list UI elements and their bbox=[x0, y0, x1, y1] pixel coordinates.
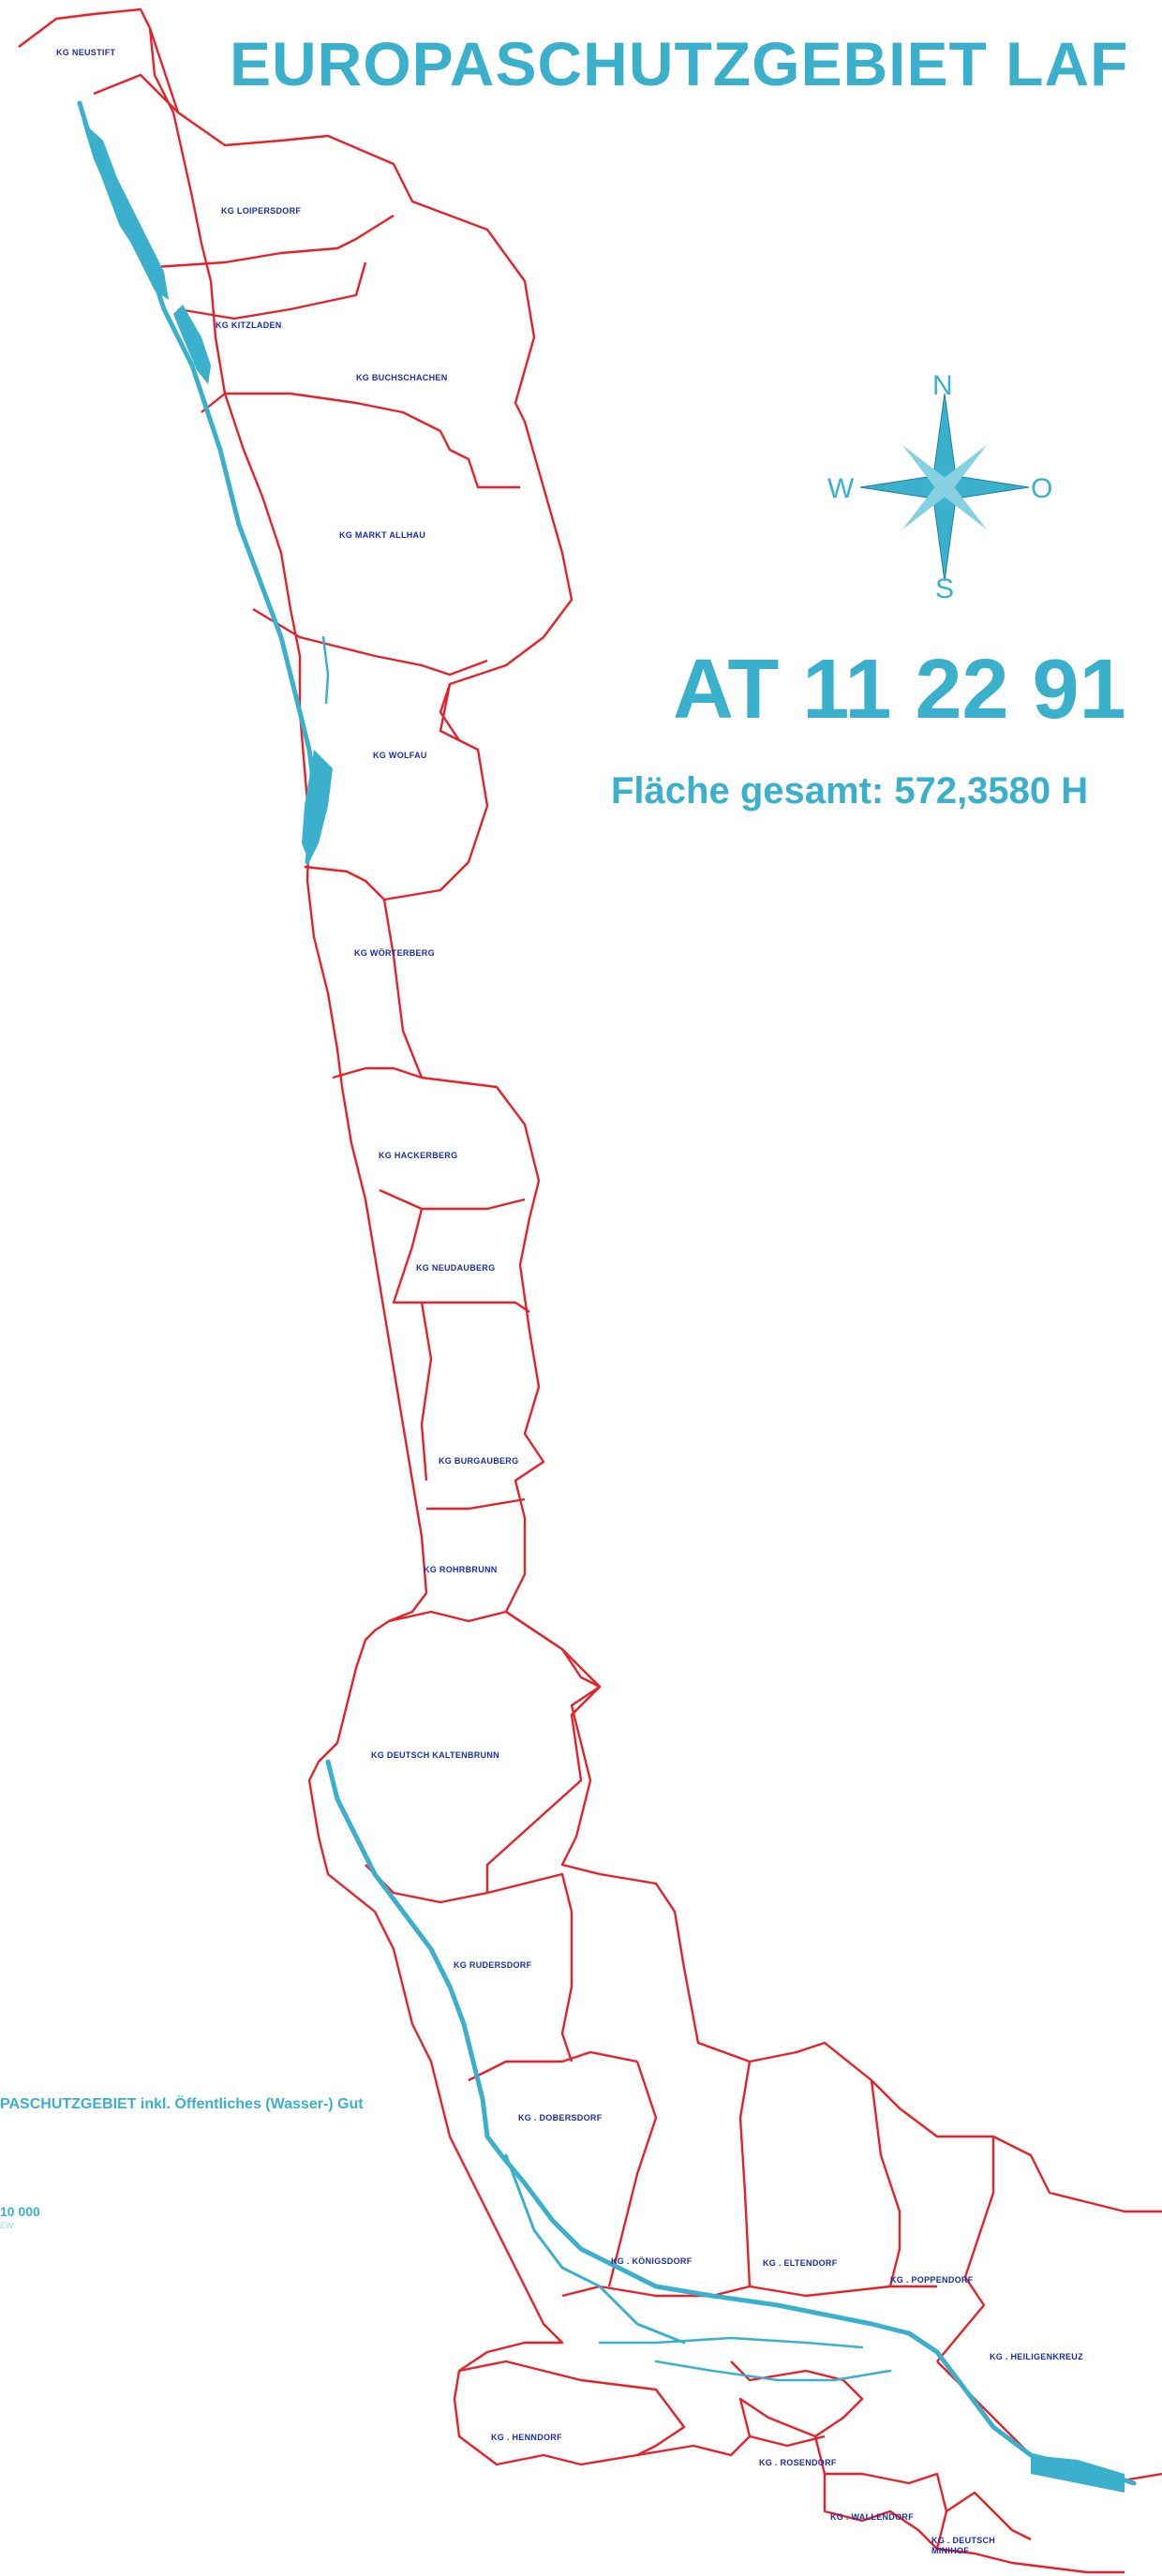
kg-label: KG BUCHSCHACHEN bbox=[356, 373, 448, 382]
kg-label: KG WÖRTERBERG bbox=[354, 948, 435, 958]
kg-label: KG . WALLENDORF bbox=[830, 2512, 914, 2522]
compass-se-point bbox=[939, 482, 987, 529]
kg-label: KG KITZLADEN bbox=[216, 320, 282, 330]
kg-label: KG . ELTENDORF bbox=[763, 2258, 838, 2268]
legend-text: PASCHUTZGEBIET inkl. Öffentliches (Wasse… bbox=[0, 2096, 364, 2112]
kg-label: KG . HEILIGENKREUZ bbox=[990, 2352, 1083, 2361]
water-areas bbox=[82, 122, 1125, 2493]
kg-label: KG . HENNDORF bbox=[491, 2433, 562, 2442]
river-lafnitz-lower bbox=[325, 1759, 1137, 2486]
kg-label: KG . ROSENDORF bbox=[759, 2458, 837, 2467]
water-area-wolfau bbox=[302, 750, 333, 862]
water-area-heiligenkreuz bbox=[1031, 2455, 1125, 2493]
kg-label: KG NEUSTIFT bbox=[56, 48, 116, 57]
kg-label: KG RUDERSDORF bbox=[454, 1960, 532, 1970]
scale-subtext: EW bbox=[0, 2221, 14, 2230]
area-total: Fläche gesamt: 572,3580 H bbox=[611, 770, 1089, 812]
river-side-arm-1 bbox=[504, 2153, 686, 2345]
compass-rose bbox=[859, 393, 1030, 582]
kg-label: KG . POPPENDORF bbox=[890, 2275, 974, 2285]
boundary-outer-east bbox=[148, 27, 1162, 2213]
compass-west-label: W bbox=[827, 473, 855, 504]
compass-ne-point bbox=[939, 445, 987, 493]
kg-label: KG LOIPERSDORF bbox=[221, 206, 302, 216]
boundary-rudersdorf-dobersdorf bbox=[468, 2050, 638, 2082]
boundary-koenigsdorf-eltendorf bbox=[738, 2061, 752, 2287]
boundary-wolfau-woerterberg bbox=[304, 865, 385, 901]
water-area-kitzladen bbox=[173, 305, 211, 384]
boundary-burgauberg-rohrbrunn bbox=[426, 1497, 526, 1511]
scale-text: 10 000 bbox=[0, 2204, 40, 2219]
kg-label: KG MARKT ALLHAU bbox=[339, 530, 426, 540]
boundary-minihof bbox=[946, 2491, 1032, 2541]
boundary-henndorf bbox=[458, 2360, 686, 2457]
boundary-outer-west bbox=[18, 7, 1125, 2574]
compass-sw-point bbox=[902, 482, 950, 529]
river-side-arm-2 bbox=[598, 2336, 864, 2349]
kg-label: KG HACKERBERG bbox=[379, 1151, 458, 1160]
boundary-marktallhau-wolfau bbox=[252, 607, 488, 677]
boundary-koenigsdorf-south bbox=[561, 2285, 937, 2298]
boundary-rudersdorf-east bbox=[486, 1872, 574, 2062]
stream-wolfau bbox=[321, 635, 330, 705]
compass-south-label: S bbox=[935, 573, 955, 604]
boundary-hackerberg-neudauberg bbox=[379, 1188, 526, 1211]
site-code: AT 11 22 91 bbox=[673, 643, 1126, 737]
kg-label: KG ROHRBRUNN bbox=[424, 1565, 498, 1574]
kg-label: KG . DOBERSDORF bbox=[518, 2113, 603, 2122]
boundary-wolfau-internal bbox=[439, 683, 460, 741]
kg-label: KG BURGAUBERG bbox=[439, 1456, 519, 1466]
boundary-wallendorf bbox=[825, 2472, 948, 2550]
cadastral-boundaries bbox=[18, 7, 1162, 2574]
kg-label: KG . DEUTSCH MINIHOF bbox=[931, 2536, 996, 2555]
kg-label: KG WOLFAU bbox=[373, 751, 427, 760]
water-area-loipersdorf bbox=[82, 122, 169, 300]
river-side-arm-3 bbox=[654, 2360, 892, 2382]
boundary-poppendorf-heiligenkreuz bbox=[936, 2137, 995, 2362]
kg-label: KG DEUTSCH KALTENBRUNN bbox=[371, 1750, 499, 1760]
water-features bbox=[77, 100, 1137, 2486]
boundary-loipersdorf-kitzladen bbox=[154, 214, 395, 269]
boundary-kitzladen-buchschachen bbox=[177, 261, 367, 320]
boundary-dobersdorf-koenigsdorf bbox=[607, 2061, 658, 2287]
boundary-rosendorf bbox=[730, 2360, 864, 2437]
kg-label: KG NEUDAUBERG bbox=[416, 1263, 496, 1273]
boundary-woerterberg-hackerberg bbox=[332, 1066, 423, 1080]
map-title: EUROPASCHUTZGEBIET LAF bbox=[230, 29, 1129, 98]
compass-east-label: O bbox=[1031, 473, 1053, 504]
boundary-kaltenbrunn-east bbox=[485, 1611, 602, 1893]
boundary-neustift-loipersdorf bbox=[93, 73, 179, 113]
boundary-neudauberg-burgauberg bbox=[420, 1302, 433, 1482]
compass-north-label: N bbox=[932, 370, 953, 401]
boundary-neudauberg-internal bbox=[392, 1208, 530, 1313]
boundary-eltendorf-poppendorf bbox=[870, 2079, 901, 2287]
boundary-buchschachen-marktallhau bbox=[201, 392, 520, 489]
boundary-rohrbrunn-kaltenbrunn bbox=[388, 1610, 507, 1623]
compass-nw-point bbox=[902, 445, 950, 493]
kg-label: KG . KÖNIGSDORF bbox=[611, 2256, 693, 2266]
boundary-rosendorf-south bbox=[749, 2435, 826, 2448]
